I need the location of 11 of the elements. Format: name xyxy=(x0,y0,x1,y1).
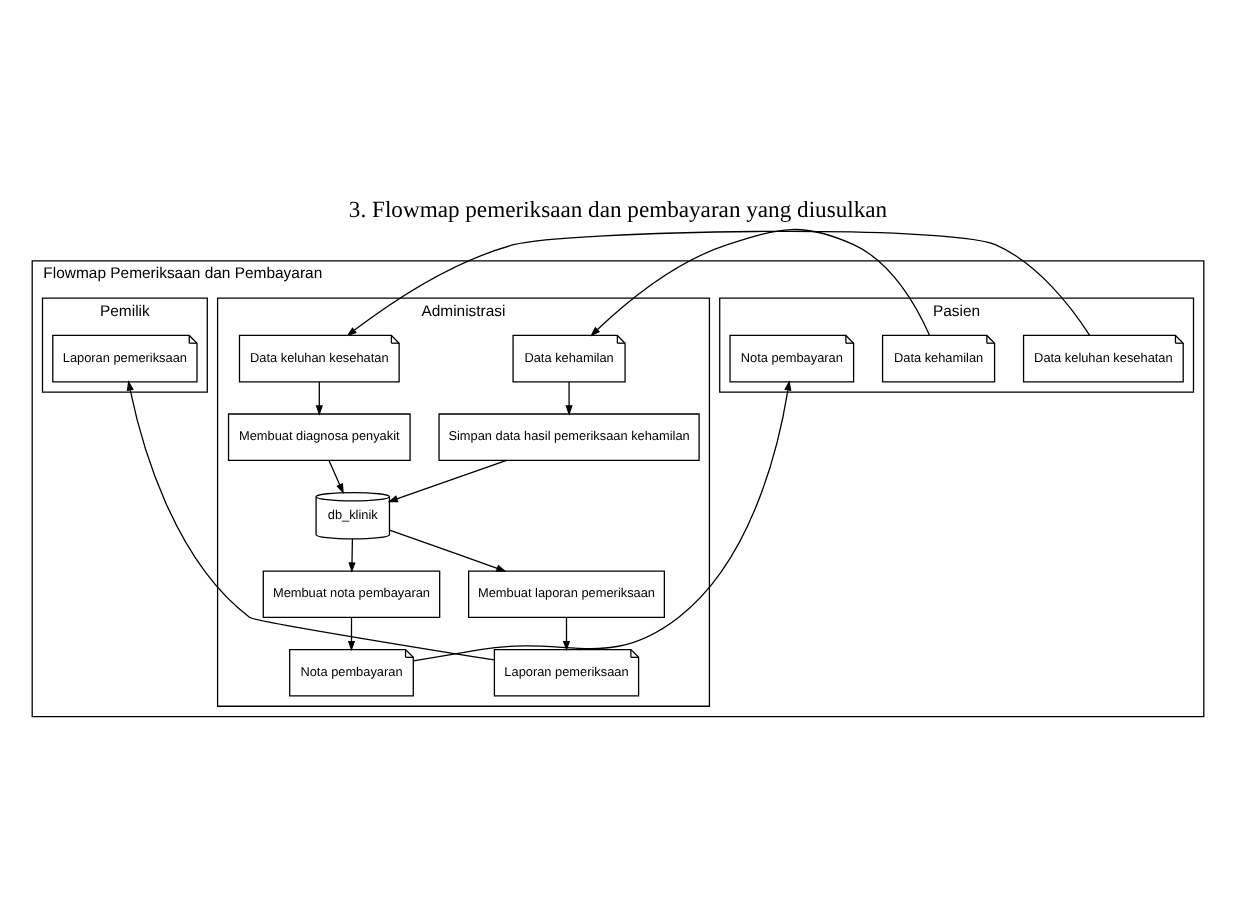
arrow xyxy=(315,381,323,416)
arrow xyxy=(565,381,573,416)
arrow xyxy=(348,538,356,573)
arrow xyxy=(328,459,344,494)
arrow xyxy=(346,230,1091,337)
arrow xyxy=(387,459,508,503)
arrow xyxy=(347,616,356,652)
arrow xyxy=(590,228,931,337)
diagram-title: 3. Flowmap pemeriksaan dan pembayaran yang diusulkan xyxy=(348,196,888,223)
arrow xyxy=(562,616,571,652)
arrow xyxy=(388,529,507,572)
